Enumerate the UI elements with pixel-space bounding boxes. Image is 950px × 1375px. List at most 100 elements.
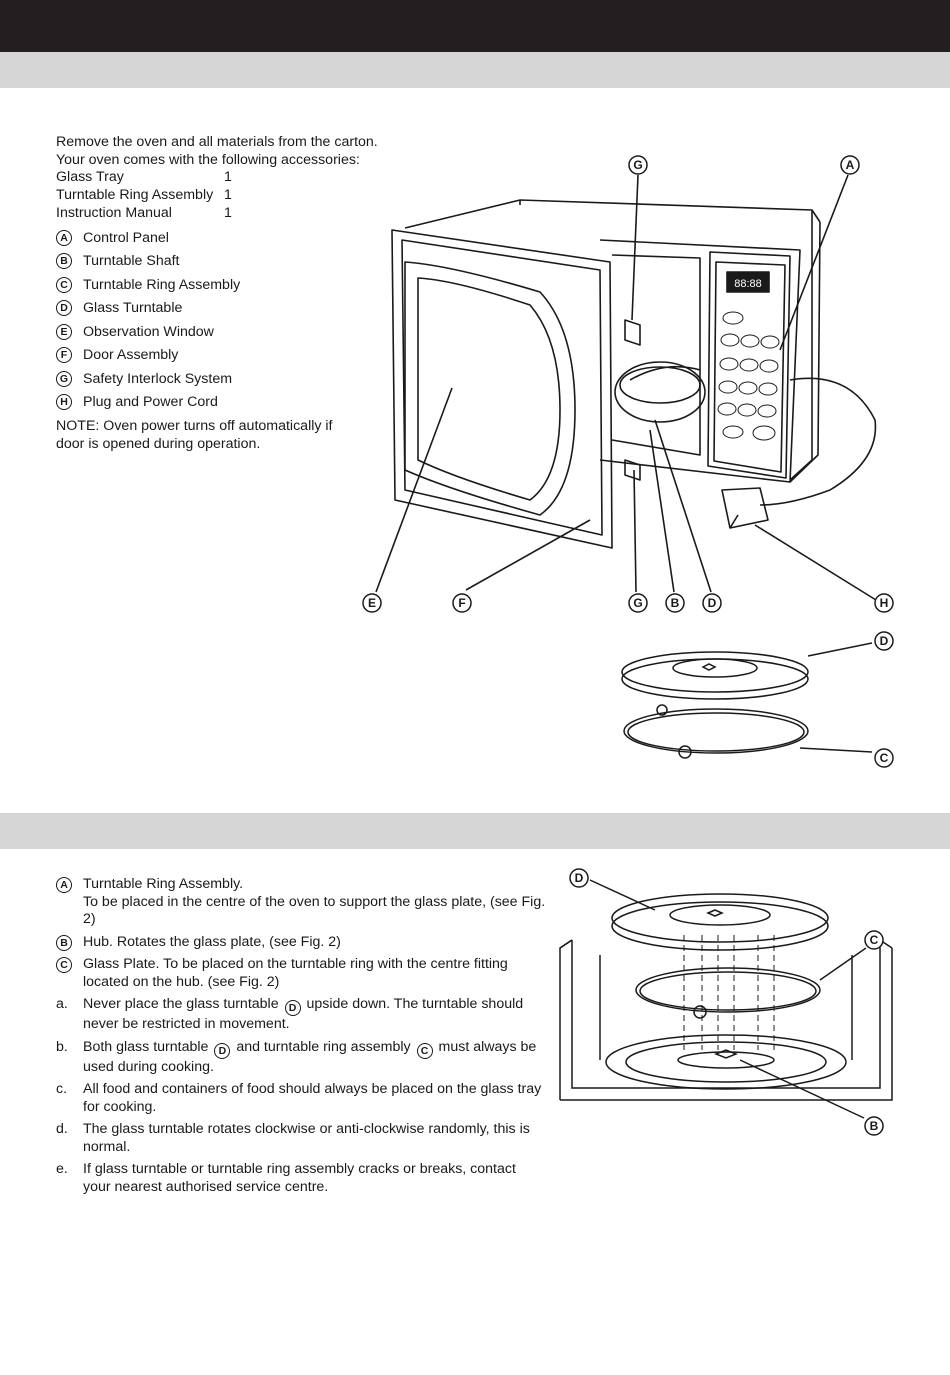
instruction-letter-badge: C	[56, 957, 72, 973]
instruction-text: must always be used during cooking.	[83, 1038, 537, 1075]
accessories-list: Glass Tray 1 Turntable Ring Assembly 1 Ins…	[56, 168, 232, 222]
instruction-letter: c.	[56, 1081, 68, 1097]
instruction-text: Both glass turntable	[83, 1038, 209, 1055]
tray-ring-illustration	[621, 642, 873, 759]
instruction-item: a. Never place the glass turntable D ups…	[56, 996, 546, 1034]
header-bar	[0, 0, 950, 52]
part-row: D Glass Turntable	[56, 297, 240, 321]
intro-text: Remove the oven and all materials from t…	[56, 133, 378, 169]
part-letter-badge: B	[56, 253, 72, 270]
turntable-instructions: A Turntable Ring Assembly.To be placed i…	[56, 876, 546, 1201]
instruction-item: B Hub. Rotates the glass plate, (see Fig…	[56, 934, 546, 952]
part-row: G Safety Interlock System	[56, 367, 240, 391]
part-label: Door Assembly	[83, 347, 179, 364]
callout-circle	[628, 593, 648, 613]
callout-circle	[874, 748, 894, 768]
instruction-text: and turntable ring assembly	[236, 1038, 411, 1055]
part-label: Glass Turntable	[83, 300, 183, 317]
accessory-name: Instruction Manual	[56, 205, 172, 221]
instruction-letter-badge: B	[56, 934, 72, 951]
accessory-qty: 1	[224, 205, 232, 221]
instruction-item: e. If glass turntable or turntable ring …	[56, 1161, 546, 1196]
instruction-text: All food and containers of food should a…	[83, 1081, 542, 1115]
accessory-row: Turntable Ring Assembly 1	[56, 186, 232, 204]
instruction-text: If glass turntable or turntable ring ass…	[83, 1161, 516, 1195]
microwave-illustration: 88:88 G A E F G B D H D C	[362, 155, 894, 768]
part-label: Safety Interlock System	[83, 370, 233, 387]
callout-circle	[840, 155, 860, 175]
callout-circle	[864, 1116, 884, 1136]
instruction-item: A Turntable Ring Assembly.To be placed i…	[56, 876, 546, 929]
part-letter-badge: H	[56, 394, 72, 411]
instruction-letter: b.	[56, 1038, 68, 1055]
section-band-turntable	[0, 813, 950, 849]
callout-circle	[452, 593, 472, 613]
callout-b: B	[671, 596, 680, 610]
instruction-text: Turntable Ring Assembly.	[83, 876, 244, 892]
callout-e: E	[368, 596, 376, 610]
instruction-item: C Glass Plate. To be placed on the turnt…	[56, 956, 546, 991]
instruction-letter-badge: A	[56, 877, 72, 893]
callout-ring-c: C	[880, 751, 889, 765]
keypad	[717, 311, 780, 441]
accessory-name: Glass Tray	[56, 169, 124, 185]
callout-circle	[569, 868, 589, 888]
callout-circle	[874, 593, 894, 613]
accessory-qty: 1	[224, 169, 232, 185]
callout-circle	[702, 593, 722, 613]
part-letter-badge: F	[56, 347, 72, 364]
accessory-row: Instruction Manual 1	[56, 204, 232, 222]
part-letter-badge: D	[56, 300, 72, 317]
instruction-letter: d.	[56, 1121, 68, 1137]
callout-g-bottom: G	[633, 596, 642, 610]
accessory-qty: 1	[224, 187, 232, 203]
part-label: Plug and Power Cord	[83, 394, 218, 411]
callout-a-top: A	[846, 158, 855, 172]
callout-d: D	[708, 596, 717, 610]
callout-circle	[628, 155, 648, 175]
instruction-text: Hub. Rotates the glass plate, (see Fig. …	[83, 933, 341, 950]
fig2-callout-b: B	[870, 1119, 879, 1133]
part-label: Control Panel	[83, 229, 169, 246]
part-row: E Observation Window	[56, 320, 240, 344]
fig2-callout-d: D	[575, 871, 584, 885]
safety-note: NOTE: Oven power turns off automatically…	[56, 418, 333, 452]
callout-h: H	[880, 596, 889, 610]
instruction-text: upside down. The turntable should never …	[83, 996, 524, 1032]
part-row: C Turntable Ring Assembly	[56, 273, 240, 297]
part-label: Turntable Shaft	[83, 253, 180, 270]
part-letter-badge: E	[56, 323, 72, 340]
callout-tray-d: D	[880, 634, 889, 648]
instruction-text: To be placed in the centre of the oven t…	[83, 893, 546, 928]
instruction-item: b. Both glass turntable D and turntable …	[56, 1039, 546, 1077]
callout-circle	[665, 593, 685, 613]
instruction-text: The glass turntable rotates clockwise or…	[83, 1121, 530, 1155]
ref-badge: D	[214, 1042, 231, 1059]
accessory-row: Glass Tray 1	[56, 168, 232, 186]
callout-circle	[874, 631, 894, 651]
instruction-item: c. All food and containers of food shoul…	[56, 1081, 546, 1116]
instruction-letter: a.	[56, 996, 68, 1012]
part-row: B Turntable Shaft	[56, 250, 240, 274]
intro-line-2: Your oven comes with the following acces…	[56, 152, 360, 168]
callout-f: F	[458, 596, 465, 610]
ref-badge: C	[416, 1042, 433, 1059]
part-letter-badge: C	[56, 276, 72, 293]
part-letter-badge: G	[56, 370, 72, 387]
instruction-item: d. The glass turntable rotates clockwise…	[56, 1121, 546, 1156]
part-row: H Plug and Power Cord	[56, 391, 240, 415]
instruction-text: Glass Plate. To be placed on the turntab…	[83, 956, 508, 990]
part-label: Turntable Ring Assembly	[83, 276, 241, 293]
part-row: F Door Assembly	[56, 344, 240, 368]
accessory-name: Turntable Ring Assembly	[56, 187, 214, 203]
instruction-letter: e.	[56, 1161, 68, 1177]
section-band-unpacking	[0, 52, 950, 88]
display-readout: 88:88	[734, 278, 762, 290]
callout-g-top: G	[633, 158, 642, 172]
intro-line-1: Remove the oven and all materials from t…	[56, 134, 378, 150]
part-label: Observation Window	[83, 323, 214, 340]
callout-circle	[362, 593, 382, 613]
